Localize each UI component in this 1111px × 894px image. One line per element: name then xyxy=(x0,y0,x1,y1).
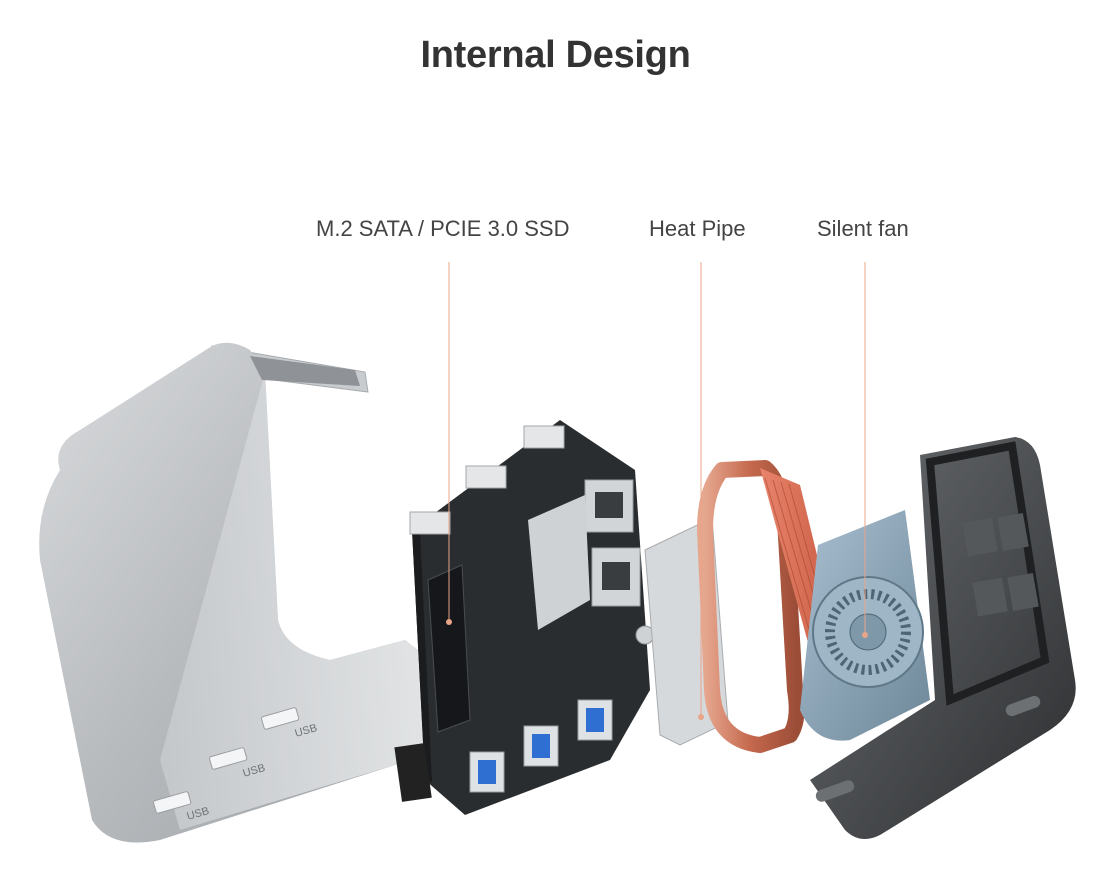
case-usb-label: USB xyxy=(242,762,267,780)
callout-label-fan: Silent fan xyxy=(817,216,909,241)
case-usb-label: USB xyxy=(186,805,211,823)
leader-dot-ssd xyxy=(446,619,452,625)
case-usb-ports xyxy=(153,707,300,814)
motherboard xyxy=(394,420,655,815)
bottom-cover xyxy=(810,437,1076,839)
case-usb-label: USB xyxy=(294,722,319,740)
leader-dot-fan xyxy=(862,632,868,638)
leader-dot-heat-pipe xyxy=(698,714,704,720)
aluminum-case: USB USB USB xyxy=(39,342,426,843)
page-title: Internal Design xyxy=(420,34,691,76)
callout-label-ssd: M.2 SATA / PCIE 3.0 SSD xyxy=(316,216,570,241)
callout-label-heat-pipe: Heat Pipe xyxy=(649,216,746,241)
